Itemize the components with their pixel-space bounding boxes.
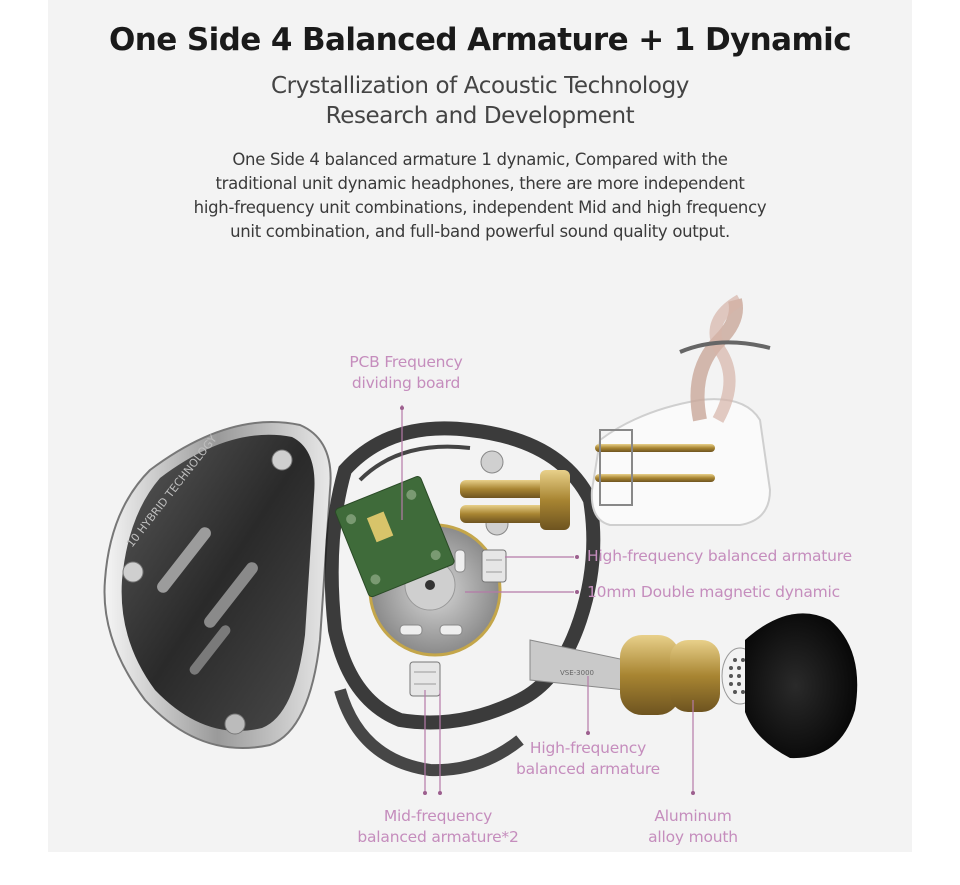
cable-connector bbox=[590, 294, 772, 526]
callout-dynamic-driver: 10mm Double magnetic dynamic bbox=[587, 583, 840, 601]
description-line: unit combination, and full-band powerful… bbox=[230, 222, 730, 241]
svg-text:VSE-3000: VSE-3000 bbox=[560, 669, 594, 677]
ear-tip bbox=[745, 613, 858, 759]
callout-hf-balanced-armature-right: High-frequency balanced armature bbox=[587, 547, 852, 565]
faceplate: 10 HYBRID TECHNOLOGY bbox=[103, 421, 332, 749]
description-line: high-frequency unit combinations, indepe… bbox=[193, 198, 767, 217]
main-title: One Side 4 Balanced Armature + 1 Dynamic bbox=[109, 22, 852, 58]
subtitle-line-2: Research and Development bbox=[325, 103, 635, 129]
leader-lines bbox=[401, 405, 694, 795]
callout-pcb: PCB Frequency dividing board bbox=[349, 353, 463, 392]
two-pin-socket bbox=[460, 470, 570, 530]
pcb-board bbox=[335, 476, 455, 598]
callout-hf-balanced-armature-bottom: High-frequency balanced armature bbox=[515, 739, 661, 778]
subtitle-line-1: Crystallization of Acoustic Technology bbox=[270, 73, 689, 99]
description: One Side 4 balanced armature 1 dynamic, … bbox=[0, 148, 960, 244]
nozzle: VSE-3000 bbox=[529, 635, 759, 715]
description-line: One Side 4 balanced armature 1 dynamic, … bbox=[232, 150, 728, 169]
callout-nozzle: Aluminum alloy mouth bbox=[648, 807, 738, 846]
description-line: traditional unit dynamic headphones, the… bbox=[215, 174, 745, 193]
callout-mid-balanced-armature: Mid-frequency balanced armature*2 bbox=[357, 807, 519, 846]
balanced-armature-hf bbox=[481, 549, 507, 583]
